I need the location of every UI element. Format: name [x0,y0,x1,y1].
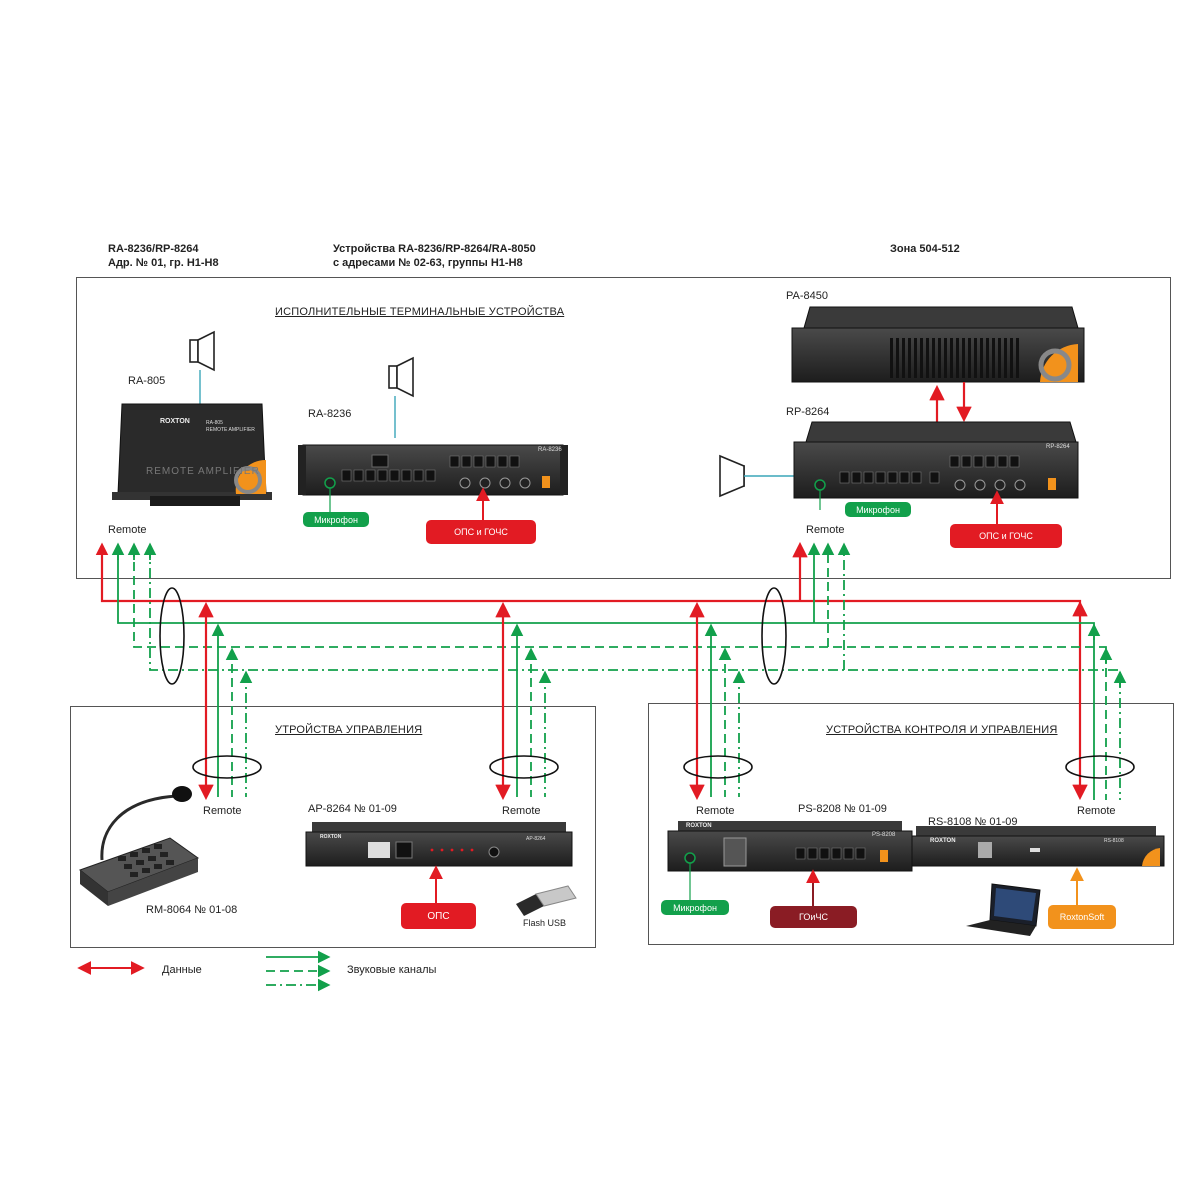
badge-ops: ОПС [401,903,476,929]
header-devices: Устройства RA-8236/RP-8264/RA-8050 с адр… [333,242,536,270]
label-ap8264: AP-8264 № 01-09 [308,803,397,815]
header-line: RA-8236/RP-8264 [108,243,199,255]
remote-label: Remote [108,524,147,536]
remote-label: Remote [1077,805,1116,817]
rm8064-drops [198,601,253,801]
usb-flash-icon [516,885,577,916]
speaker-icon [189,330,215,372]
ra805-panel-model: RA-805 [206,420,223,426]
header-line: с адресами № 02-63, группы H1-H8 [333,257,523,269]
ap8264-device [305,822,573,867]
badge-roxtonsoft: RoxtonSoft [1048,905,1116,929]
terminal-devices-box [76,277,1171,579]
ap8264-panel-model: AP-8264 [526,836,546,842]
label-ps8208: PS-8208 № 01-09 [798,803,887,815]
section-terminal-title: ИСПОЛНИТЕЛЬНЫЕ ТЕРМИНАЛЬНЫЕ УСТРОЙСТВА [275,306,565,318]
left-remote-arrows [95,542,157,560]
ps8208-device [667,821,913,872]
data-bus [100,548,1082,787]
remote-label: Remote [696,805,735,817]
badge-microphone: Микрофон [845,502,911,517]
ra805-brand: ROXTON [160,418,190,425]
rs8108-device [911,826,1165,867]
label-rs8108: RS-8108 № 01-09 [928,816,1018,828]
badge-microphone: Микрофон [661,900,729,915]
label-ra8236: RA-8236 [308,408,352,420]
rs8108-panel-brand: ROXTON [930,838,956,844]
pa8450-device [791,306,1085,383]
control-devices-box [70,706,596,948]
rm8064-device [78,786,200,906]
remote-label: Remote [203,805,242,817]
ra8236-device [298,444,568,496]
monitoring-devices-box [648,703,1174,945]
audio-bus-dashed [133,548,1107,800]
ps8208-panel-brand: ROXTON [686,823,712,829]
ra805-panel-big: REMOTE AMPLIFIER [146,466,260,477]
audio-bus-solid [117,548,1095,800]
laptop-icon [966,883,1041,936]
badge-ops-gochs: ОПС и ГОЧС [950,524,1062,548]
badge-microphone: Микрофон [303,512,369,527]
section-control-title: УТРОЙСТВА УПРАВЛЕНИЯ [275,724,423,736]
badge-ops-gochs: ОПС и ГОЧС [426,520,536,544]
rp8264-device [793,421,1079,499]
ra805-device [112,403,272,506]
label-flash-usb: Flash USB [523,918,567,928]
audio-bus-dashdot [149,548,1121,800]
header-line: Устройства RA-8236/RP-8264/RA-8050 [333,243,536,255]
label-rm8064: RM-8064 № 01-08 [146,904,238,916]
rp8264-drops [792,541,851,670]
header-zone: Зона 504-512 [890,243,960,255]
header-line: Адр. № 01, гр. H1-H8 [108,257,219,269]
badge-gochs: ГОиЧС [770,906,857,928]
speaker-icon [719,454,745,498]
ra805-panel-sub: REMOTE AMPLIFIER [206,427,255,433]
rs8108-panel-model: RS-8108 [1104,838,1124,844]
legend-audio-lines [266,950,331,992]
label-ra805: RA-805 [128,375,166,387]
ps8208-panel-model: PS-8208 [872,832,896,838]
ps8208-drops [689,601,746,801]
header-ra8236-rp8264: RA-8236/RP-8264 Адр. № 01, гр. H1-H8 [108,242,219,270]
legend-data-label: Данные [162,964,202,976]
remote-label: Remote [806,524,845,536]
speaker-icon [388,356,414,398]
ap8264-panel-brand: ROXTON [320,834,342,840]
remote-label: Remote [502,805,541,817]
label-rp8264: RP-8264 [786,406,830,418]
rp8264-panel-model: RP-8264 [1046,444,1070,450]
section-monitoring-title: УСТРОЙСТВА КОНТРОЛЯ И УПРАВЛЕНИЯ [826,724,1058,736]
ra8236-panel-model: RA-8236 [538,447,562,453]
ap8264-drops [495,601,552,801]
label-pa8450: PA-8450 [786,290,828,302]
legend-audio-label: Звуковые каналы [347,964,437,976]
cable-bundle-marks [159,587,1135,779]
rs8108-drops [1072,600,1127,801]
